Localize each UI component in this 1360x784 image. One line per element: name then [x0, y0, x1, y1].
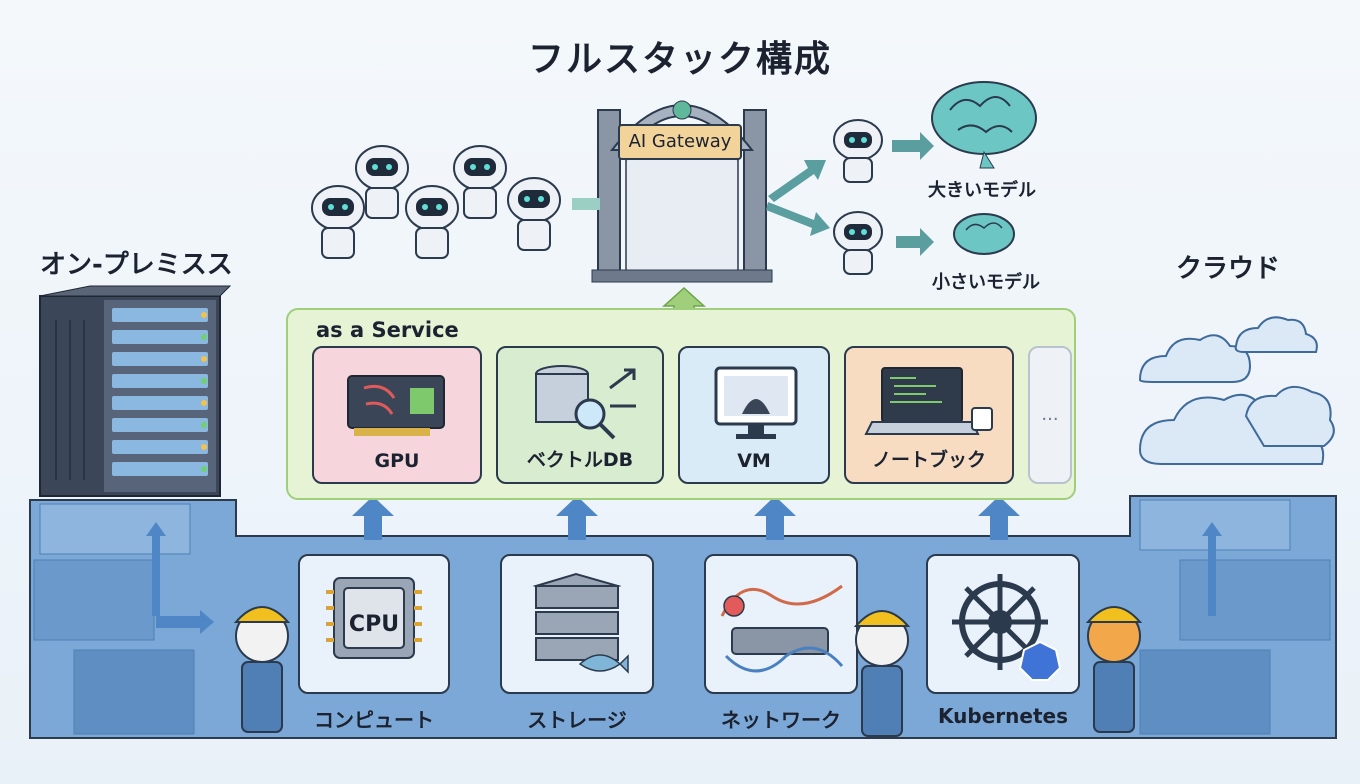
vm-label: VM	[737, 450, 771, 472]
cpu-chip-label: CPU	[348, 612, 400, 637]
vector-db-icon	[535, 365, 636, 440]
gpu-label: GPU	[374, 450, 420, 472]
service-card-gpu: GPU	[312, 346, 482, 484]
gateway-to-models-arrows	[766, 132, 934, 256]
cloud-label: クラウド	[1176, 254, 1281, 284]
laptop-icon	[864, 367, 993, 435]
foundation-card-storage	[500, 554, 654, 694]
vector-db-label: ベクトルDB	[526, 449, 634, 471]
storage-disks-icon	[532, 572, 629, 674]
service-card-vm: VM	[678, 346, 830, 484]
cpu-chip-icon	[326, 577, 422, 659]
as-a-service-title: as a Service	[316, 318, 459, 342]
compute-label: コンピュート	[314, 708, 434, 732]
on-premise-label: オン-プレミスス	[40, 250, 233, 280]
small-model-label: 小さいモデル	[932, 272, 1040, 293]
ai-gateway-sign: AI Gateway	[618, 124, 742, 160]
gpu-icon	[347, 375, 445, 436]
foundation-card-compute: CPU	[298, 554, 450, 694]
foundation-card-kubernetes	[926, 554, 1080, 694]
robot-agents	[311, 119, 883, 275]
kubernetes-label: Kubernetes	[938, 704, 1068, 728]
more-ellipsis: ...	[1041, 404, 1059, 425]
page-title: フルスタック構成	[527, 39, 832, 80]
storage-label: ストレージ	[527, 708, 627, 732]
small-model-brain-icon	[953, 213, 1015, 255]
large-model-brain-icon	[931, 81, 1037, 169]
server-rack	[39, 285, 232, 497]
ship-wheel-icon	[952, 574, 1062, 681]
robots-to-gateway-arrow	[572, 198, 600, 210]
network-label: ネットワーク	[721, 708, 841, 732]
foundation-card-network	[704, 554, 858, 694]
worker-cat-right	[1085, 606, 1143, 733]
notebook-label: ノートブック	[871, 449, 986, 471]
clouds	[1138, 316, 1335, 465]
worker-cat-middle	[853, 610, 911, 737]
service-card-more: ...	[1028, 346, 1072, 484]
worker-cat-left	[233, 606, 291, 733]
large-model-label: 大きいモデル	[928, 180, 1036, 201]
service-card-vector-db: ベクトルDB	[496, 346, 664, 484]
vm-monitor-icon	[714, 366, 798, 439]
foundation-arrows	[146, 496, 1222, 634]
gateway-arch	[591, 100, 773, 283]
service-card-notebook: ノートブック	[844, 346, 1014, 484]
network-switch-icon	[720, 584, 844, 673]
